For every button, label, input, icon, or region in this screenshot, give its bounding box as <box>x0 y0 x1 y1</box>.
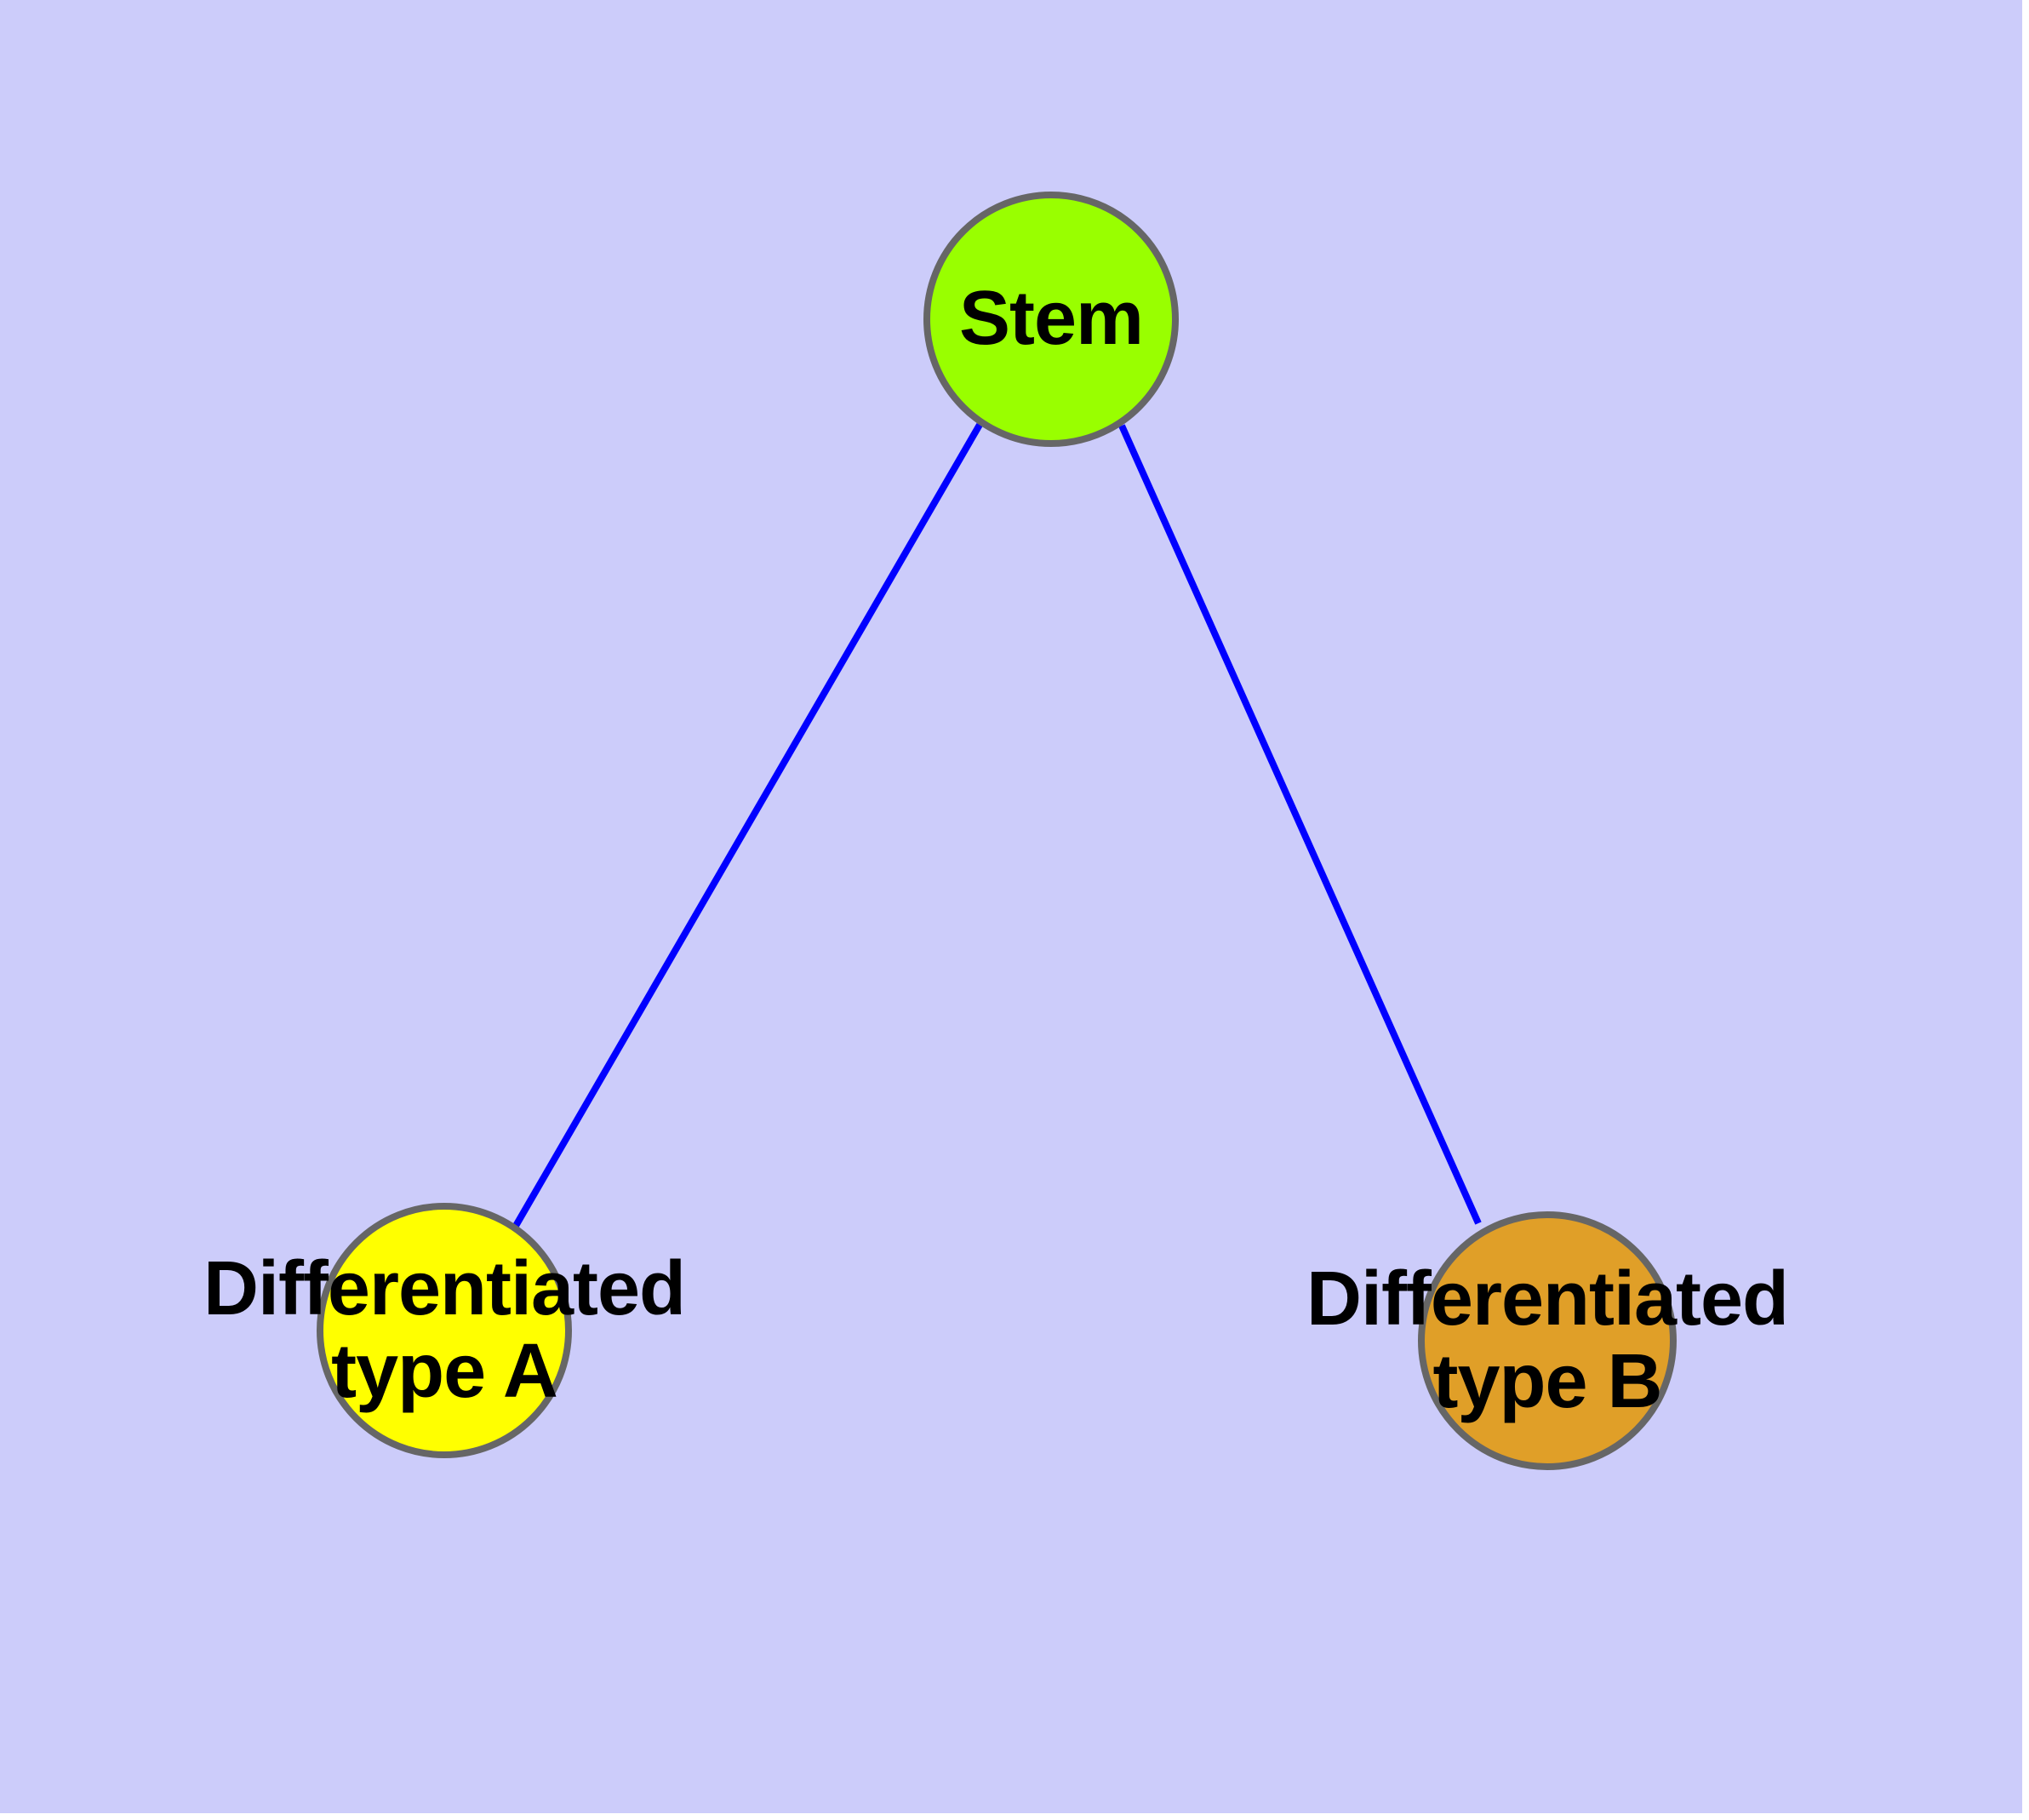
node-differentiated-type-b[interactable] <box>1418 1211 1677 1470</box>
edge-stem-to-differentiated-type-a <box>512 422 983 1228</box>
edge-stem-to-differentiated-type-b <box>1118 424 1482 1225</box>
node-stem[interactable] <box>923 192 1179 447</box>
node-differentiated-type-a[interactable] <box>317 1203 572 1458</box>
